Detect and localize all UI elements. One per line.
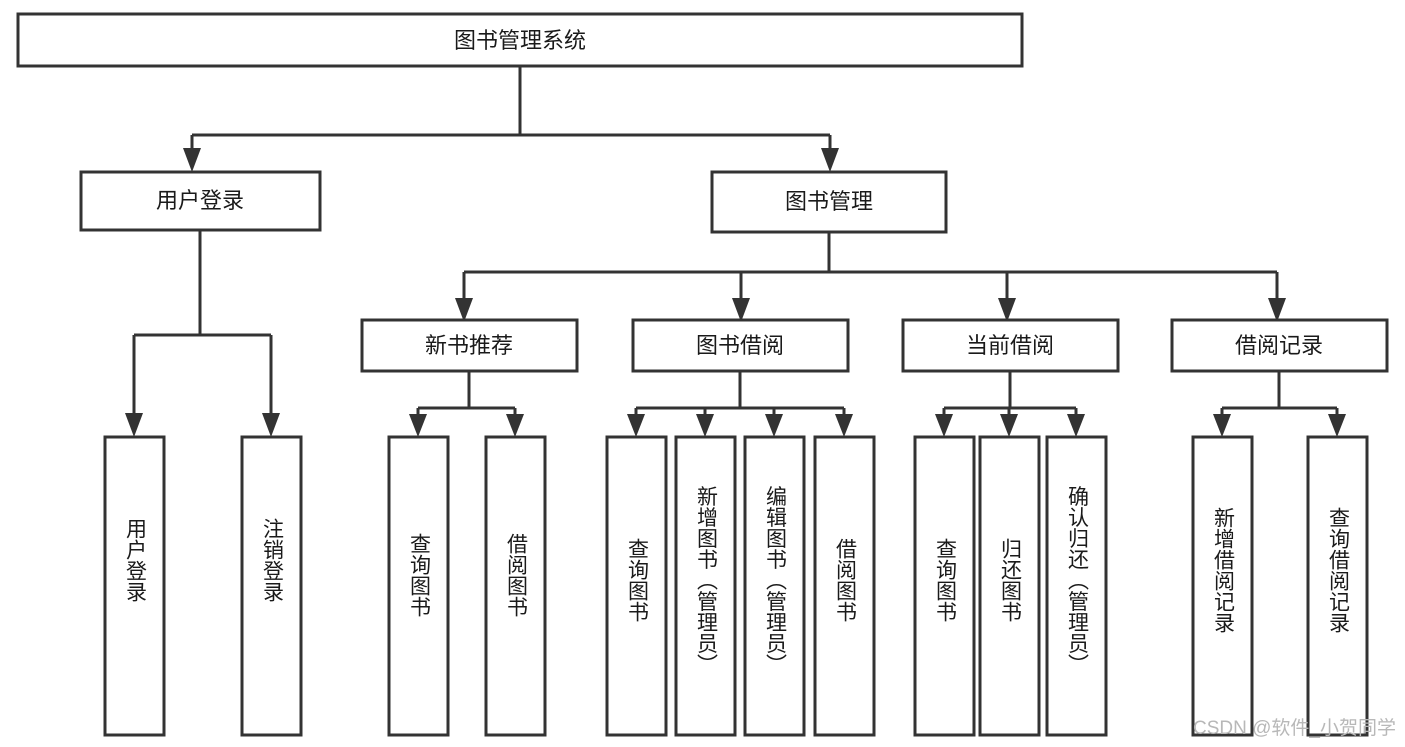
node-current-borrow-box[interactable] (901, 318, 1120, 373)
arrow-recommend-leaf-1 (409, 414, 427, 437)
arrow-borrow-leaf-3 (765, 414, 783, 437)
leaf-borrow-query-book-label: 查询图书 (625, 538, 649, 622)
leaf-record-add-record-box[interactable] (1191, 435, 1254, 737)
leaf-user-login-signin-box[interactable] (103, 435, 166, 737)
leaf-borrow-edit-book-admin-box[interactable] (743, 435, 806, 737)
leaf-recommend-query-book-box[interactable] (387, 435, 450, 737)
leaf-recommend-borrow-book-box[interactable] (484, 435, 547, 737)
leaf-current-query-book-label: 查询图书 (933, 538, 957, 622)
arrow-current-leaf-1 (935, 414, 953, 437)
node-book-borrow-box[interactable] (631, 318, 850, 373)
leaf-user-login-signout-box[interactable] (240, 435, 303, 737)
node-book-borrow[interactable]: 图书借阅 (631, 318, 850, 373)
leaf-user-login-signout[interactable]: 注销登录 (240, 435, 303, 737)
leaf-record-add-record-label: 新增借阅记录 (1211, 507, 1235, 633)
node-new-book-recommend-box[interactable] (360, 318, 579, 373)
leaf-current-confirm-return-admin[interactable]: 确认归还（管理员） (1045, 435, 1108, 737)
node-book-management[interactable]: 图书管理 (710, 170, 948, 234)
node-user-login-box[interactable] (79, 170, 322, 232)
leaf-borrow-add-book-admin-label: 新增图书（管理员） (694, 486, 718, 675)
node-current-borrow-label: 当前借阅 (966, 333, 1054, 358)
arrow-record-leaf-2 (1328, 414, 1346, 437)
leaf-current-confirm-return-admin-box[interactable] (1045, 435, 1108, 737)
node-new-book-recommend[interactable]: 新书推荐 (360, 318, 579, 373)
leaf-recommend-borrow-book[interactable]: 借阅图书 (484, 435, 547, 737)
leaf-record-query-record-label: 查询借阅记录 (1326, 507, 1350, 633)
arrow-borrow-leaf-1 (627, 414, 645, 437)
arrow-current-leaf-3 (1067, 414, 1085, 437)
node-current-borrow[interactable]: 当前借阅 (901, 318, 1120, 373)
node-book-management-box[interactable] (710, 170, 948, 234)
leaf-user-login-signin[interactable]: 用户登录 (103, 435, 166, 737)
node-root-box[interactable] (16, 12, 1024, 68)
leaf-current-return-book-box[interactable] (978, 435, 1041, 737)
watermark-label: CSDN @软件_小贺同学 (1193, 717, 1396, 739)
leaf-borrow-borrow-book[interactable]: 借阅图书 (813, 435, 876, 737)
node-root-label: 图书管理系统 (454, 28, 586, 53)
leaf-record-query-record[interactable]: 查询借阅记录 (1306, 435, 1369, 737)
node-user-login[interactable]: 用户登录 (79, 170, 322, 232)
leaf-current-query-book-box[interactable] (913, 435, 976, 737)
leaf-borrow-add-book-admin-box[interactable] (674, 435, 737, 737)
leaf-recommend-borrow-book-label: 借阅图书 (504, 533, 528, 617)
arrow-login-leaf-2 (262, 413, 280, 437)
arrow-borrow-leaf-4 (835, 414, 853, 437)
node-new-book-recommend-label: 新书推荐 (425, 333, 513, 358)
arrow-to-user-login (183, 148, 201, 172)
leaf-recommend-query-book[interactable]: 查询图书 (387, 435, 450, 737)
leaf-borrow-borrow-book-box[interactable] (813, 435, 876, 737)
node-borrow-record[interactable]: 借阅记录 (1170, 318, 1389, 373)
node-book-management-label: 图书管理 (785, 189, 873, 214)
edges-layer (125, 66, 1346, 437)
arrow-to-new-book-recommend (455, 298, 473, 322)
arrow-borrow-leaf-2 (696, 414, 714, 437)
arrow-to-current-borrow (998, 298, 1016, 322)
leaf-current-return-book[interactable]: 归还图书 (978, 435, 1041, 737)
leaf-borrow-query-book[interactable]: 查询图书 (605, 435, 668, 737)
leaf-record-query-record-box[interactable] (1306, 435, 1369, 737)
arrow-login-leaf-1 (125, 413, 143, 437)
leaf-borrow-edit-book-admin[interactable]: 编辑图书（管理员） (743, 435, 806, 737)
arrow-record-leaf-1 (1213, 414, 1231, 437)
leaf-current-query-book[interactable]: 查询图书 (913, 435, 976, 737)
leaf-current-confirm-return-admin-label: 确认归还（管理员） (1065, 486, 1089, 675)
node-root-book-management-system[interactable]: 图书管理系统 (16, 12, 1024, 68)
arrow-to-book-management (821, 148, 839, 172)
node-user-login-label: 用户登录 (156, 188, 244, 213)
leaf-current-return-book-label: 归还图书 (998, 538, 1022, 622)
leaf-borrow-edit-book-admin-label: 编辑图书（管理员） (763, 486, 787, 675)
leaf-recommend-query-book-label: 查询图书 (407, 533, 431, 617)
leaf-user-login-signout-label: 注销登录 (260, 518, 284, 602)
node-borrow-record-label: 借阅记录 (1235, 333, 1323, 358)
leaf-user-login-signin-label: 用户登录 (123, 518, 147, 602)
leaf-borrow-query-book-box[interactable] (605, 435, 668, 737)
leaf-record-add-record[interactable]: 新增借阅记录 (1191, 435, 1254, 737)
arrow-recommend-leaf-2 (506, 414, 524, 437)
arrow-current-leaf-2 (1000, 414, 1018, 437)
node-book-borrow-label: 图书借阅 (696, 333, 784, 358)
arrow-to-book-borrow (732, 298, 750, 322)
arrow-to-borrow-record (1268, 298, 1286, 322)
leaf-borrow-borrow-book-label: 借阅图书 (833, 538, 857, 622)
node-borrow-record-box[interactable] (1170, 318, 1389, 373)
leaf-borrow-add-book-admin[interactable]: 新增图书（管理员） (674, 435, 737, 737)
